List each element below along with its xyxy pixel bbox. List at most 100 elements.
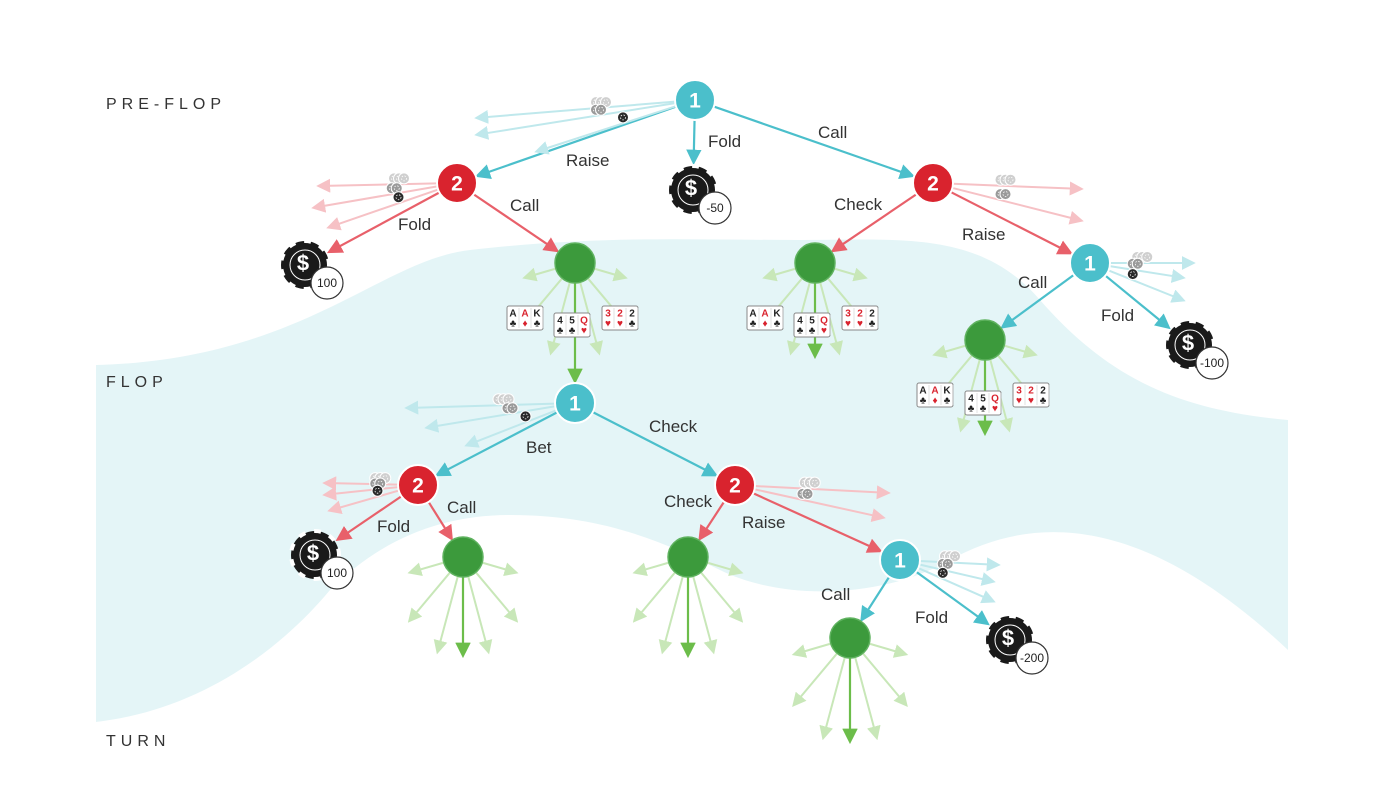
svg-text:2: 2 <box>927 173 939 196</box>
dollar-icon: $ <box>297 251 309 276</box>
stage-label-flop: FLOP <box>106 374 168 391</box>
edge-label-call: Call <box>821 585 850 604</box>
alt-action-arrow <box>322 486 399 501</box>
alt-action-arrow <box>474 102 676 140</box>
chance-outcome-arrow <box>407 561 445 577</box>
edge-p1a-p2a <box>474 105 677 179</box>
svg-text:♣: ♣ <box>774 319 781 330</box>
svg-text:2: 2 <box>729 475 741 498</box>
svg-text:♣: ♣ <box>750 319 757 330</box>
terminal-payoff-chip: $100 <box>289 529 354 590</box>
svg-text:♣: ♣ <box>510 319 517 330</box>
svg-text:Q: Q <box>991 394 999 405</box>
svg-text:♥: ♥ <box>857 319 863 330</box>
alt-action-arrow <box>754 488 886 523</box>
svg-text:♣: ♣ <box>809 326 816 337</box>
stage-label-turn: TURN <box>106 733 170 750</box>
svg-text:4: 4 <box>557 316 563 327</box>
playing-card-icon: 3♥2♥2♣ <box>1012 382 1050 408</box>
chance-outcome-arrow <box>632 561 670 577</box>
payoff-value: -200 <box>1020 651 1044 665</box>
svg-text:♦: ♦ <box>932 396 937 407</box>
edge-label-call: Call <box>1018 273 1047 292</box>
chance-outcome-arrow <box>791 642 832 658</box>
edge-label-check: Check <box>834 195 883 214</box>
chance-outcome-arrow <box>819 657 846 741</box>
edge-p1a-p2b <box>713 105 916 179</box>
alt-action-arrow <box>326 188 439 231</box>
payoff-value: 100 <box>327 566 347 580</box>
payoff-value: -100 <box>1200 356 1224 370</box>
svg-text:Q: Q <box>820 316 828 327</box>
svg-text:3: 3 <box>605 309 611 320</box>
svg-text:1: 1 <box>569 393 581 416</box>
svg-text:2: 2 <box>451 173 463 196</box>
svg-text:K: K <box>773 309 781 320</box>
player-node-2: 2 <box>714 464 756 506</box>
svg-text:A: A <box>761 309 768 320</box>
chance-outcome-arrow <box>868 642 909 658</box>
svg-text:2: 2 <box>412 475 424 498</box>
poker-chip-icon <box>519 410 532 423</box>
player-node-2: 2 <box>912 162 954 204</box>
alt-action-arrow <box>327 489 400 515</box>
chance-outcome-arrow <box>762 267 797 282</box>
poker-chip-icon <box>994 173 1017 186</box>
chance-node <box>442 536 484 578</box>
svg-text:♣: ♣ <box>869 319 876 330</box>
svg-text:♣: ♣ <box>944 396 951 407</box>
chance-outcome-arrow <box>593 267 628 282</box>
svg-text:♣: ♣ <box>968 404 975 415</box>
poker-chip-icon <box>936 557 954 570</box>
svg-text:A: A <box>931 386 938 397</box>
poker-chip-icon <box>371 484 384 497</box>
poker-chip-icon <box>492 393 515 406</box>
terminal-payoff-chip: $-50 <box>667 164 732 225</box>
chance-outcome-arrow <box>632 571 676 623</box>
poker-chip-icon <box>994 188 1012 201</box>
alt-action-arrow <box>474 100 676 124</box>
svg-text:3: 3 <box>845 309 851 320</box>
svg-text:♣: ♣ <box>534 319 541 330</box>
playing-card-icon: 4♣5♣Q♥ <box>964 390 1002 416</box>
alt-action-arrow <box>754 485 891 500</box>
edge-label-call: Call <box>818 123 847 142</box>
alt-action-arrow <box>919 563 996 586</box>
svg-text:♥: ♥ <box>617 319 623 330</box>
edge-p2a-c1 <box>472 193 560 253</box>
svg-text:2: 2 <box>869 309 875 320</box>
svg-text:2: 2 <box>617 309 623 320</box>
edge-label-fold: Fold <box>915 608 948 627</box>
edge-label-fold: Fold <box>377 517 410 536</box>
poker-chip-icon <box>590 103 607 116</box>
chance-outcome-arrow <box>792 652 838 707</box>
playing-card-icon: 4♣5♣Q♥ <box>793 312 831 338</box>
svg-text:♥: ♥ <box>605 319 611 330</box>
svg-text:4: 4 <box>797 316 803 327</box>
terminal-payoff-chip: $100 <box>279 239 344 300</box>
svg-text:1: 1 <box>894 550 906 573</box>
edge-p2c-t4 <box>335 495 403 541</box>
svg-text:2: 2 <box>1028 386 1034 397</box>
edge-p1c-p2c <box>434 411 558 477</box>
chance-outcome-arrow <box>475 571 519 623</box>
edge-label-raise: Raise <box>566 151 609 170</box>
alt-action-arrow <box>316 178 438 193</box>
playing-card-icon: 3♥2♥2♣ <box>841 305 879 331</box>
edge-p1d-c6 <box>860 576 891 623</box>
edge-p2b-c2 <box>830 193 918 253</box>
playing-card-icon: A♣A♦K♣ <box>506 305 544 331</box>
edge-label-check: Check <box>649 417 698 436</box>
edge-label-bet: Bet <box>526 438 552 457</box>
chance-node <box>794 242 836 284</box>
player-node-2: 2 <box>397 464 439 506</box>
player-node-1: 1 <box>879 539 921 581</box>
chance-outcome-arrow <box>692 576 718 655</box>
edge-label-raise: Raise <box>742 513 785 532</box>
poker-chip-icon <box>1126 257 1144 270</box>
edge-p1b-t3 <box>1104 274 1171 330</box>
alt-action-arrow <box>952 181 1084 196</box>
svg-text:5: 5 <box>980 394 986 405</box>
chance-node <box>667 536 709 578</box>
